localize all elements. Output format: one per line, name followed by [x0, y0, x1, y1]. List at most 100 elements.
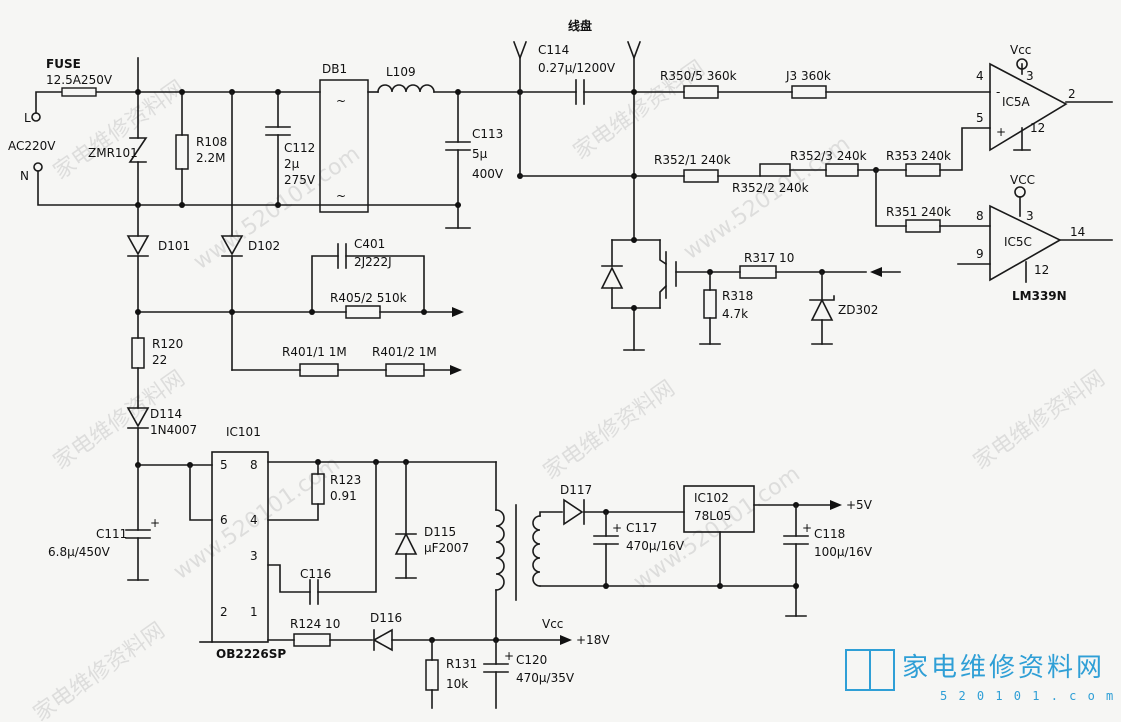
d102-diode	[220, 235, 244, 256]
d115-label: D115	[424, 525, 456, 539]
r131-label: R131	[446, 657, 477, 671]
r351-label: R351 240k	[886, 205, 951, 219]
ic105a-minus: -	[996, 85, 1000, 99]
c114-label: C114	[538, 43, 569, 57]
r405-resistor	[345, 305, 381, 319]
r405-label: R405/2 510k	[330, 291, 407, 305]
zd302-label: ZD302	[838, 303, 878, 317]
c120-label: C120	[516, 653, 547, 667]
c120-plus: +	[504, 649, 514, 663]
label-n: N	[20, 169, 29, 183]
r131-resistor	[425, 659, 439, 691]
rectifier-chain: D101 D102 R405/2 510k C401 2J222J R401/1…	[126, 91, 464, 466]
ic105a-comparator	[989, 62, 1068, 152]
ic101-pin3: 3	[250, 549, 258, 563]
d102-label: D102	[248, 239, 280, 253]
r351-resistor	[905, 219, 941, 233]
r317-label: R317 10	[744, 251, 794, 265]
ic102-regulator	[683, 485, 755, 533]
c117-plus: +	[612, 521, 622, 535]
d115-value: μF2007	[424, 541, 469, 555]
c118-label: C118	[814, 527, 845, 541]
c116-label: C116	[300, 567, 331, 581]
r352-2-label: R352/2 240k	[732, 181, 809, 195]
d117-label: D117	[560, 483, 592, 497]
terminal-l	[31, 112, 41, 122]
d114-value: 1N4007	[150, 423, 197, 437]
r401-2-label: R401/2 1M	[372, 345, 437, 359]
fuse-value: 12.5A250V	[46, 73, 113, 87]
r353-resistor	[905, 163, 941, 177]
d101-label: D101	[158, 239, 190, 253]
j3-resistor	[791, 85, 827, 99]
ic101-pin8: 8	[250, 458, 258, 472]
r108-resistor	[175, 134, 189, 170]
r318-label: R318	[722, 289, 753, 303]
ic101-part: OB2226SP	[216, 647, 286, 661]
ic105c-pin3: 3	[1026, 209, 1034, 223]
plus5-rail-label: +5V	[846, 498, 873, 512]
fuse-label: FUSE	[46, 57, 81, 71]
ic105a-label: IC5A	[1002, 95, 1031, 109]
ic101-pin2: 2	[220, 605, 228, 619]
ic105a-plus: +	[996, 125, 1006, 139]
d114-label: D114	[150, 407, 182, 421]
zd302-zener	[810, 298, 834, 321]
ic101-section: + C111 6.8μ/450V IC101 OB2226SP 5 8 6 4 …	[48, 425, 610, 709]
logo-url: 5 2 0 1 0 1 . c o m	[940, 689, 1115, 703]
j3-label: J3 360k	[785, 69, 831, 83]
r108-label: R108	[196, 135, 227, 149]
c111-label: C111	[96, 527, 127, 541]
c111-value: 6.8μ/450V	[48, 545, 111, 559]
r124-label: R124 10	[290, 617, 340, 631]
label-l: L	[24, 111, 31, 125]
c114-value: 0.27μ/1200V	[538, 61, 616, 75]
r120-resistor	[131, 337, 145, 369]
ic105a-pin12: 12	[1030, 121, 1045, 135]
coil-title: 线盘	[568, 18, 592, 33]
r353-label: R353 240k	[886, 149, 951, 163]
watermark-cn: 家电维修资料网	[29, 618, 170, 722]
ic101-pin4: 4	[250, 513, 258, 527]
db1-label: DB1	[322, 62, 347, 76]
ic105a-pin4: 4	[976, 69, 984, 83]
d114-diode	[126, 407, 150, 428]
input-section: L FUSE 12.5A250V AC220V N ZMR101 R108 2.…	[8, 57, 523, 229]
l109-label: L109	[386, 65, 416, 79]
d115-diode	[394, 532, 418, 555]
ic105a-vcc: Vcc	[1010, 43, 1031, 57]
d116-diode	[372, 628, 393, 652]
watermark-cn: 家电维修资料网	[969, 366, 1110, 475]
r108-value: 2.2M	[196, 151, 225, 165]
ic101-chip	[211, 451, 269, 643]
r318-resistor	[703, 289, 717, 319]
c113-value: 5μ	[472, 147, 488, 161]
lm339-label: LM339N	[1012, 289, 1067, 303]
r350-label: R350/5 360k	[660, 69, 737, 83]
r120-label: R120	[152, 337, 183, 351]
coil-section: 线盘 C114 0.27μ/1200V R350/5 360k J3 360k …	[512, 18, 1113, 351]
ic105c-pin14: 14	[1070, 225, 1085, 239]
db1-bridge	[319, 79, 369, 213]
r401-1-resistor	[299, 363, 339, 377]
ic101-pin5: 5	[220, 458, 228, 472]
vcc-rail-label: Vcc	[542, 617, 563, 631]
c112-voltage: 275V	[284, 173, 316, 187]
db1-tilde-bottom: ~	[336, 189, 346, 203]
ic101-label: IC101	[226, 425, 261, 439]
ic105a-pin5: 5	[976, 111, 984, 125]
ic101-pin6: 6	[220, 513, 228, 527]
ic105c-comparator	[989, 204, 1062, 282]
ic102-value: 78L05	[694, 509, 731, 523]
fuse	[61, 87, 97, 97]
ic101-pin1: 1	[250, 605, 258, 619]
r318-value: 4.7k	[722, 307, 748, 321]
logo-text: 家电维修资料网	[902, 653, 1105, 683]
plus18-rail-label: +18V	[576, 633, 610, 647]
r123-label: R123	[330, 473, 361, 487]
ic105c-pin8: 8	[976, 209, 984, 223]
r401-1-label: R401/1 1M	[282, 345, 347, 359]
c118-value: 100μ/16V	[814, 545, 873, 559]
db1-tilde-top: ~	[336, 94, 346, 108]
